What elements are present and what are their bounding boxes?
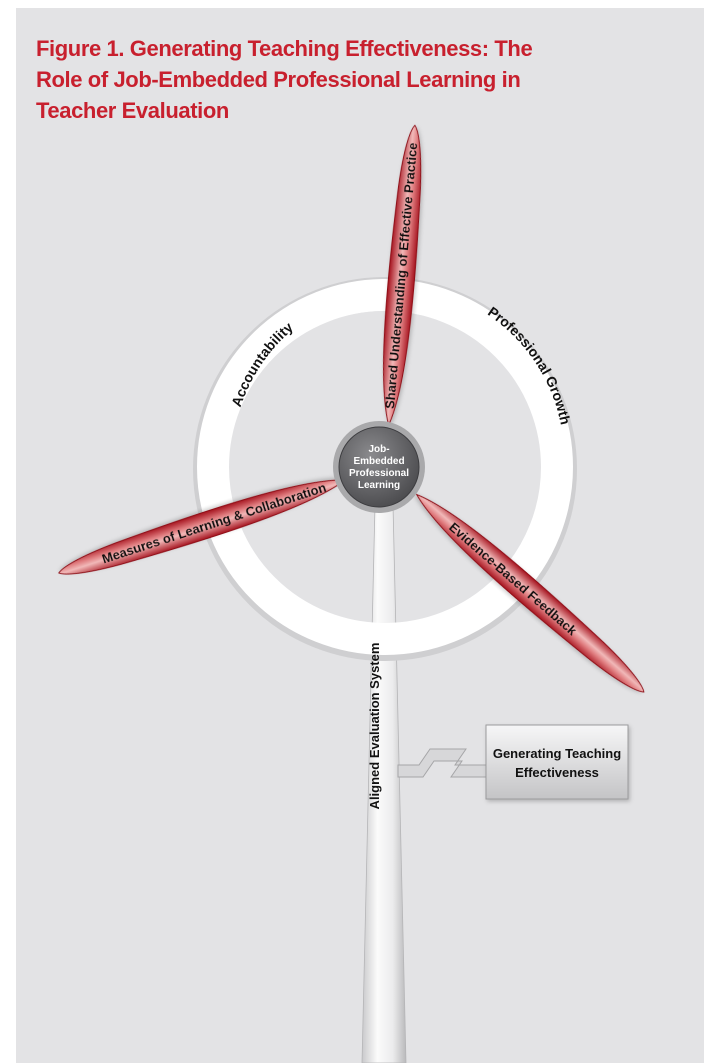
- blade-top: Shared Understanding of Effective Practi…: [376, 124, 428, 426]
- hub-label-line-4: Learning: [358, 480, 400, 491]
- wind-turbine-diagram: Accountability Professional Growth Share…: [16, 8, 704, 1063]
- hub: [339, 427, 419, 507]
- figure-panel: Figure 1. Generating Teaching Effectiven…: [16, 8, 704, 1063]
- output-box: Generating Teaching Effectiveness: [486, 725, 628, 799]
- connector-cable: [398, 749, 486, 777]
- hub-label-line-3: Professional: [349, 468, 409, 479]
- hub-label-line-2: Embedded: [353, 456, 404, 467]
- blade-right: Evidence-Based Feedback: [408, 485, 652, 702]
- output-box-line-2: Effectiveness: [515, 765, 599, 780]
- hub-label-line-1: Job-: [368, 444, 389, 455]
- tower-label: Aligned Evaluation System: [367, 643, 382, 810]
- output-box-line-1: Generating Teaching: [493, 746, 621, 761]
